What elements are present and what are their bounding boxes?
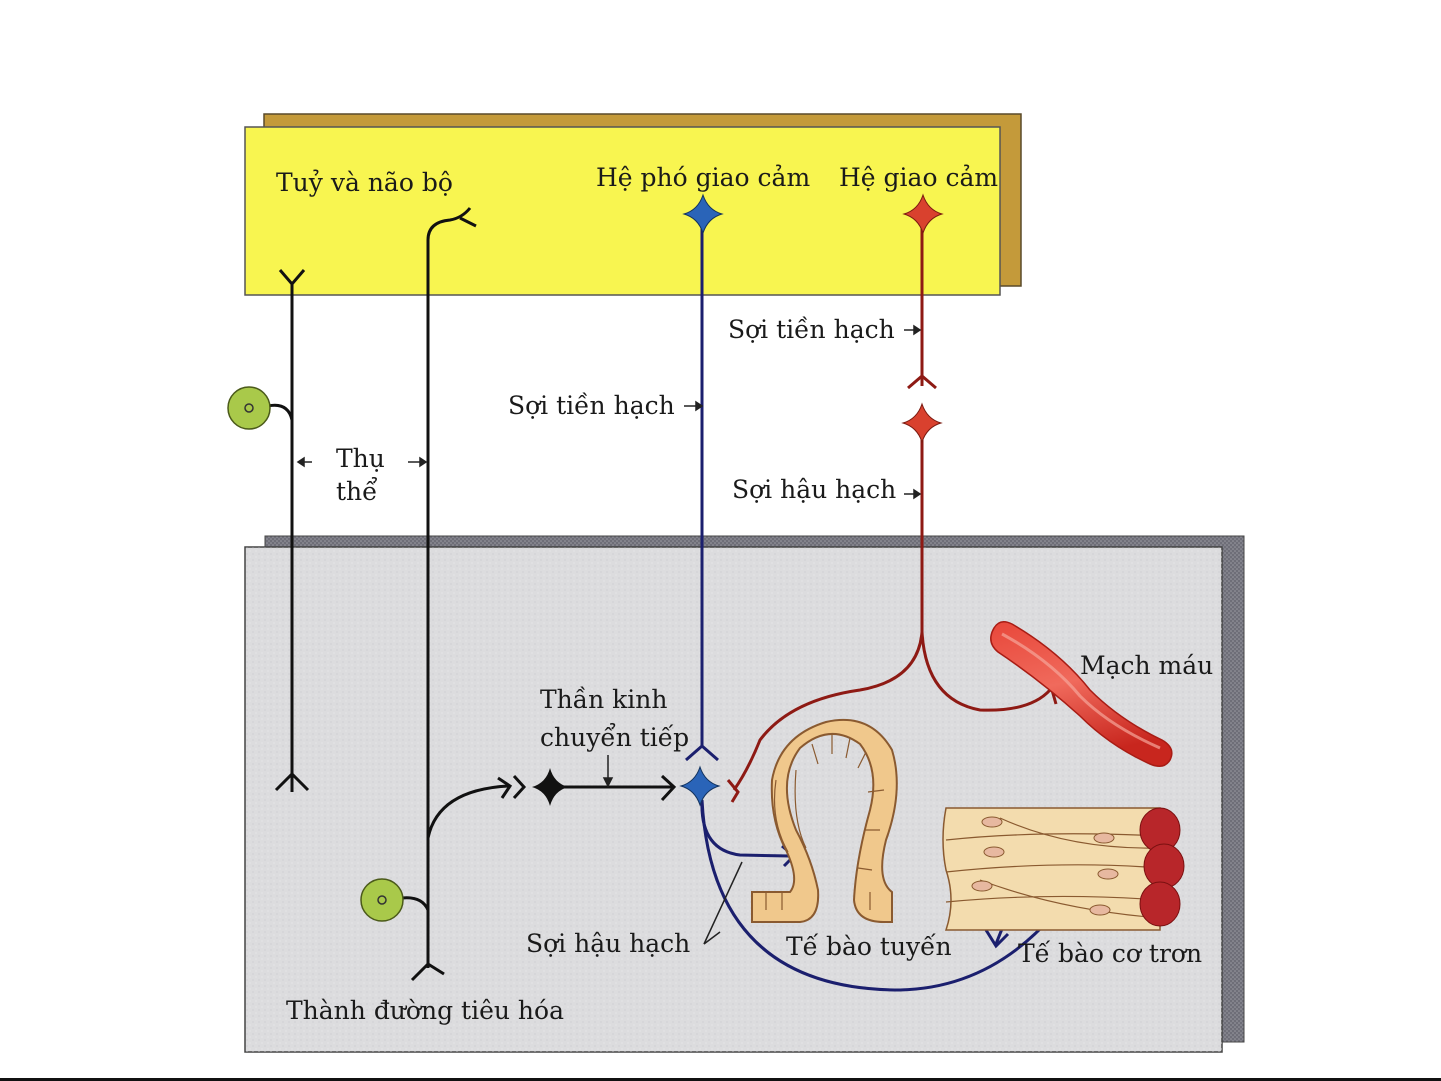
label-blood-vessel: Mạch máu	[1080, 651, 1213, 680]
label-parasympathetic: Hệ phó giao cảm	[596, 163, 810, 192]
label-receptor-line2: thể	[336, 477, 378, 506]
gut-wall-box	[245, 536, 1244, 1052]
receptor-cell-1	[228, 387, 270, 429]
label-cns: Tuỷ và não bộ	[276, 168, 453, 197]
cns-box	[245, 114, 1021, 295]
receptor-cell-2	[361, 879, 403, 921]
smooth-muscle	[943, 808, 1184, 930]
cns-box-panel	[245, 127, 1000, 295]
label-interneuron-line2: chuyển tiếp	[540, 723, 689, 752]
label-symp-postganglionic: Sợi hậu hạch	[732, 475, 896, 504]
label-gut-wall: Thành đường tiêu hóa	[286, 996, 564, 1025]
label-symp-preganglionic: Sợi tiền hạch	[728, 315, 895, 344]
label-gland-cells: Tế bào tuyến	[786, 932, 952, 961]
sympathetic-ganglion-node	[903, 404, 941, 442]
label-receptor-line1: Thụ	[336, 444, 385, 473]
label-para-preganglionic: Sợi tiền hạch	[508, 391, 675, 420]
smooth-muscle-cut-ends	[1140, 808, 1184, 926]
label-interneuron-line1: Thần kinh	[540, 685, 668, 714]
label-sympathetic: Hệ giao cảm	[839, 163, 998, 192]
label-smooth-muscle: Tế bào cơ trơn	[1018, 939, 1202, 968]
label-para-postganglionic: Sợi hậu hạch	[526, 929, 690, 958]
